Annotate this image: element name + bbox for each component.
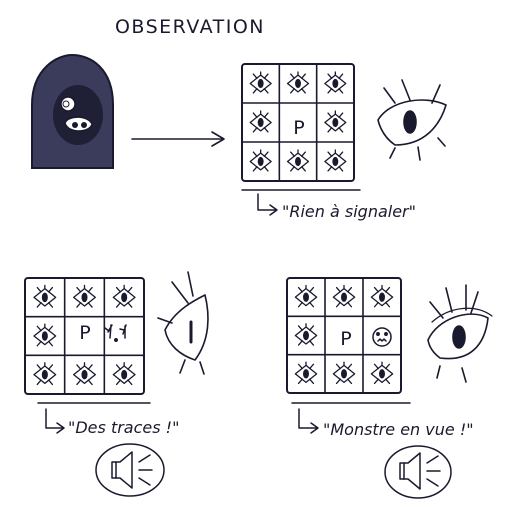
tracks-icon (104, 324, 127, 342)
grid-top (241, 63, 355, 182)
grid-bottom-right (286, 277, 402, 394)
creature-icon (33, 323, 57, 347)
creature-icon (294, 323, 318, 346)
creature-icon (332, 284, 356, 308)
caption-bracket-bottom-left (37, 402, 151, 434)
creature-icon (286, 71, 310, 94)
creature-icon (324, 71, 347, 94)
creature-icon (286, 149, 310, 172)
sound-icon (384, 445, 452, 499)
creature-icon (249, 110, 272, 133)
eye-icon (377, 79, 447, 161)
caption-bottom-left: "Des traces !" (68, 418, 179, 437)
grid-bottom-left (24, 277, 145, 395)
creature-icon (249, 71, 272, 94)
monster-token-icon (372, 327, 392, 347)
caption-bracket-top (241, 189, 361, 216)
arrow-right-icon (131, 131, 225, 147)
creature-icon (294, 361, 318, 385)
grid-top-center-letter: P (293, 117, 304, 139)
creature-icon (33, 362, 57, 386)
creature-icon (324, 110, 347, 133)
creature-icon (370, 284, 394, 308)
grid-bottom-right-center-letter: P (340, 328, 351, 350)
creature-icon (332, 361, 356, 385)
eye-icon (157, 271, 209, 375)
grid-bottom-left-center-letter: P (79, 322, 90, 344)
creature-icon (324, 149, 347, 172)
creature-icon (112, 284, 136, 308)
hooded-figure-icon (31, 53, 114, 169)
creature-icon (112, 362, 136, 386)
page-title: OBSERVATION (115, 16, 265, 38)
creature-icon (370, 361, 394, 385)
caption-bracket-bottom-right (291, 402, 411, 434)
creature-icon (249, 149, 272, 172)
creature-icon (73, 362, 96, 386)
creature-icon (294, 284, 318, 308)
eye-icon (427, 284, 493, 383)
sound-icon (95, 443, 165, 497)
creature-icon (33, 284, 57, 308)
caption-bottom-right: "Monstre en vue !" (323, 420, 474, 439)
creature-icon (73, 284, 96, 308)
caption-top: "Rien à signaler" (282, 202, 416, 221)
